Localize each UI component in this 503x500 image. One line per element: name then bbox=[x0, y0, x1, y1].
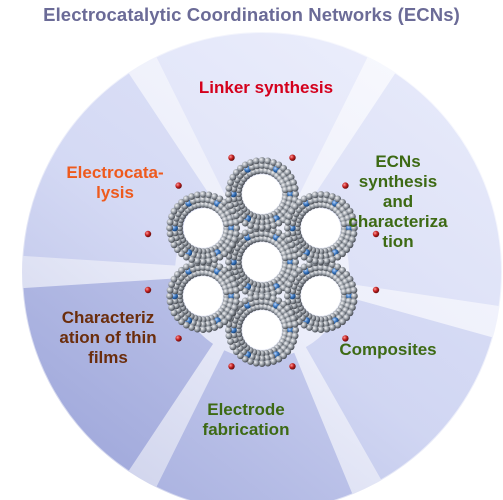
coordination-network-image bbox=[144, 154, 380, 370]
label-linker: Linker synthesis bbox=[198, 78, 334, 97]
label-electrocat: Electrocata- lysis bbox=[66, 163, 164, 202]
label-electrode: Electrode fabrication bbox=[202, 400, 290, 439]
diagram-title: Electrocatalytic Coordination Networks (… bbox=[43, 4, 460, 25]
label-composites: Composites bbox=[339, 340, 437, 359]
label-thinfilms: Characteriz ation of thin films bbox=[59, 308, 157, 367]
label-ecn: ECNs synthesis and characteriza tion bbox=[348, 152, 448, 251]
